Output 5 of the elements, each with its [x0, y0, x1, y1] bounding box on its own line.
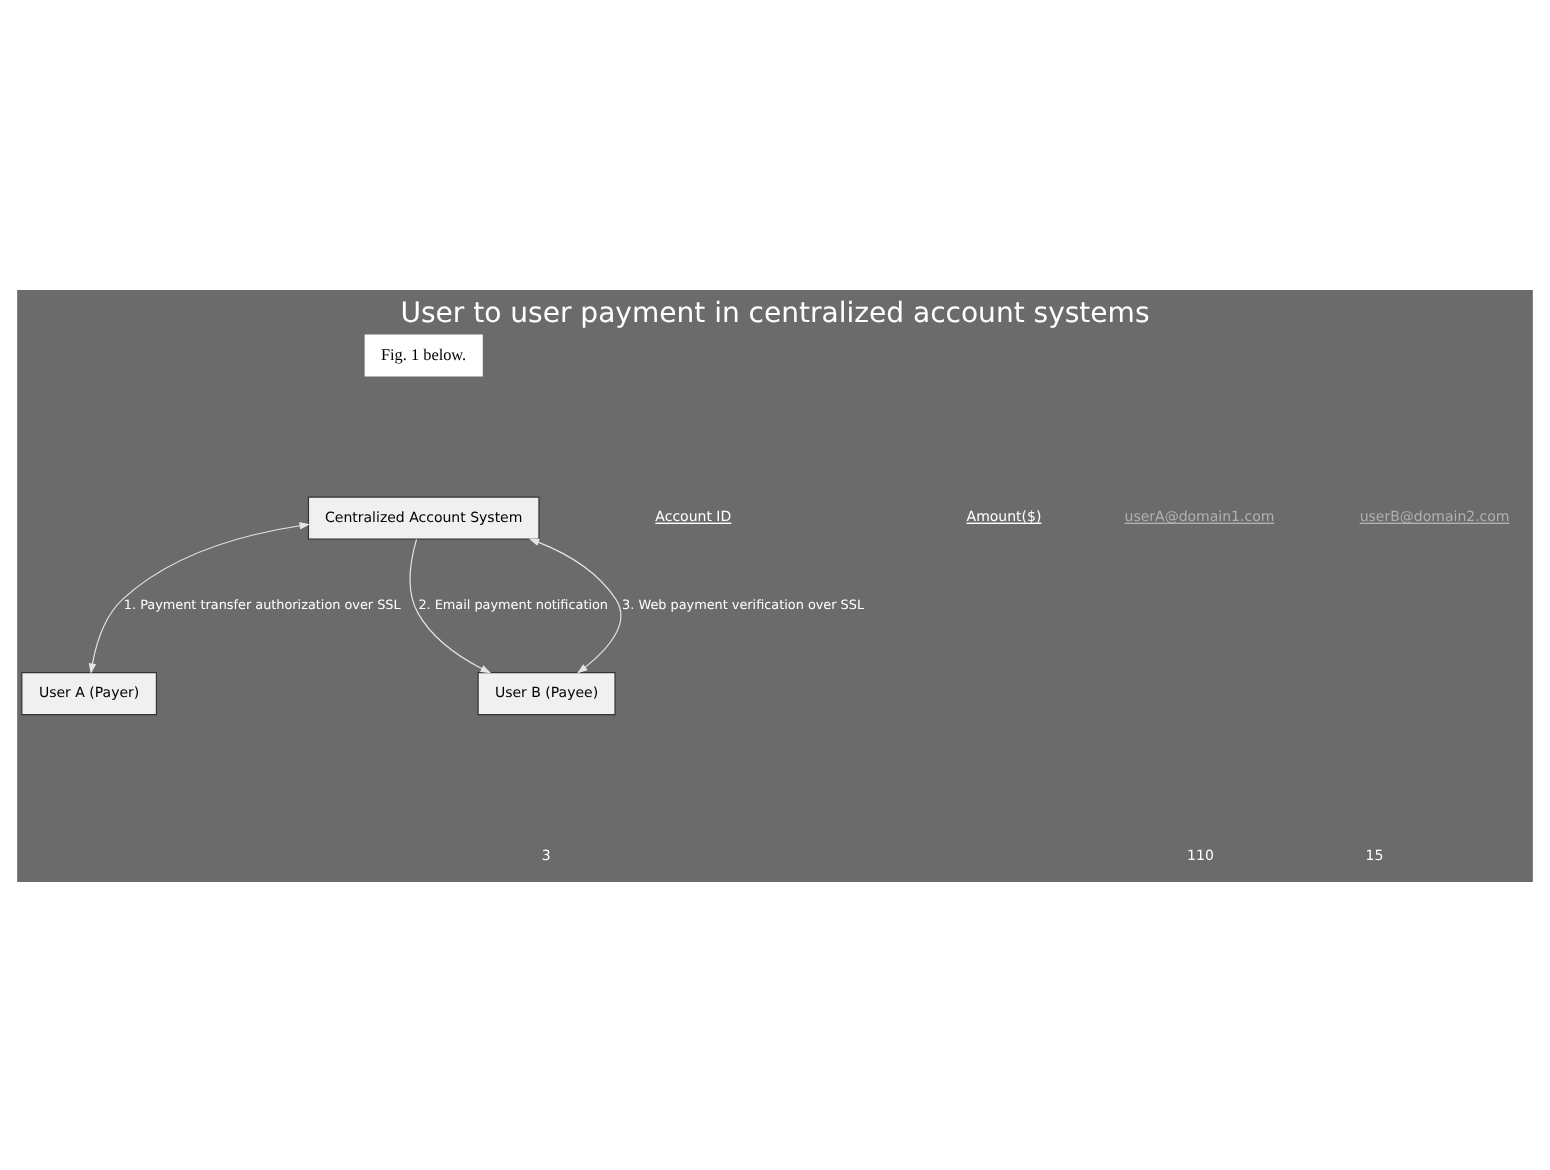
diagram-title: User to user payment in centralized account systems: [400, 296, 1150, 329]
label: Fig. 1 below.: [381, 344, 467, 363]
arrow: [409, 537, 492, 673]
arrow: [528, 537, 622, 673]
arrow: [88, 521, 311, 674]
